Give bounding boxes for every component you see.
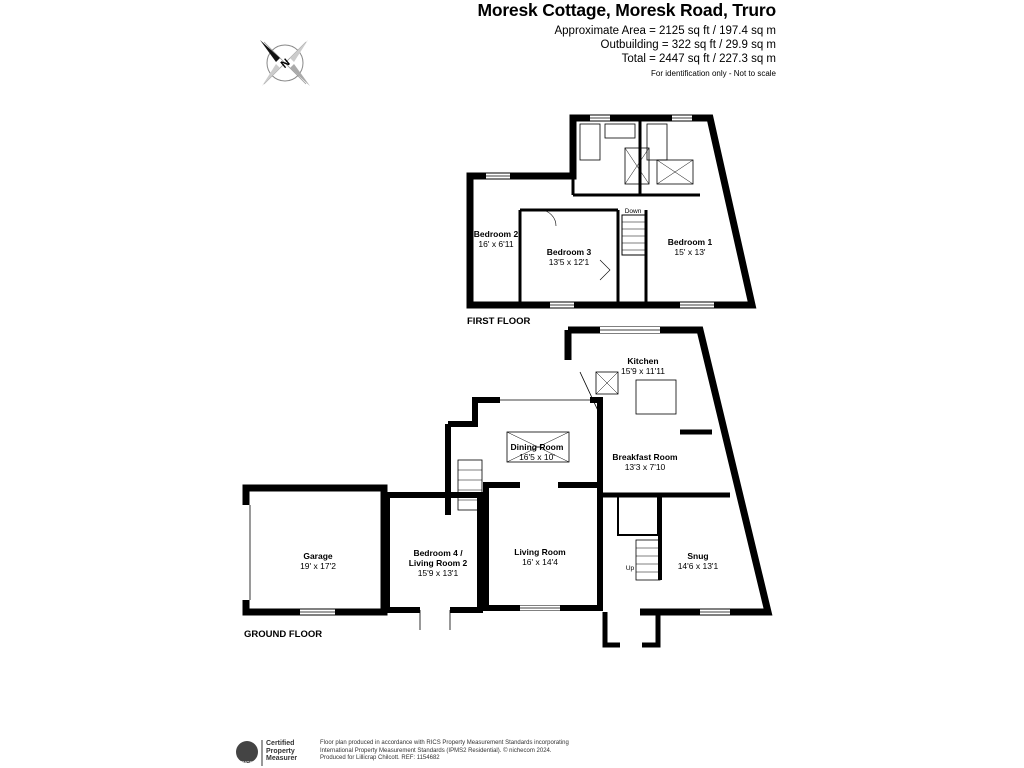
footer-line-2: International Property Measurement Stand…	[320, 747, 552, 754]
room-dims-bedroom-3: 13'5 x 12'1	[549, 257, 590, 267]
footer-line-3: Produced for Lillicrap Chilcott. REF: 11…	[320, 755, 440, 761]
certified-measurer-badge: Certified Property Measurer	[266, 740, 297, 763]
room-name-kitchen: Kitchen	[627, 356, 658, 366]
room-dims-snug: 14'6 x 13'1	[678, 561, 719, 571]
room-dims-bedroom-2: 16' x 6'11	[478, 239, 513, 249]
rics-logo: RICS	[236, 740, 263, 767]
first-floor-plan	[466, 114, 757, 309]
room-dims-bedroom-4: 15'9 x 13'1	[418, 568, 459, 578]
room-name-dining-room: Dining Room	[511, 442, 564, 452]
footer-disclaimer: Floor plan produced in accordance with R…	[320, 740, 620, 763]
room-name-garage: Garage	[303, 551, 333, 561]
room-dims-living-room: 16' x 14'4	[522, 557, 558, 567]
room-name-bedroom-4: Bedroom 4 /	[413, 548, 463, 558]
cert-line-2: Property	[266, 747, 295, 755]
room-dims-dining-room: 16'5 x 10'	[519, 452, 555, 462]
ground-floor-plan	[242, 326, 773, 648]
room-dims-garage: 19' x 17'2	[300, 561, 336, 571]
scale-note: For identification only - Not to scale	[651, 69, 776, 78]
total-area: Total = 2447 sq ft / 227.3 sq m	[621, 53, 776, 65]
room-name-breakfast-room: Breakfast Room	[612, 452, 678, 462]
stairs-down-label: Down	[625, 208, 642, 215]
cert-line-1: Certified	[266, 740, 295, 747]
room-name-living-room: Living Room	[514, 547, 566, 557]
room-name-living-room-2: Living Room 2	[409, 558, 468, 568]
footer-line-1: Floor plan produced in accordance with R…	[320, 740, 569, 746]
approx-area: Approximate Area = 2125 sq ft / 197.4 sq…	[554, 25, 776, 37]
compass-icon: N	[260, 40, 310, 86]
room-dims-breakfast-room: 13'3 x 7'10	[625, 462, 666, 472]
room-name-snug: Snug	[687, 551, 708, 561]
cert-line-3: Measurer	[266, 755, 298, 762]
room-name-bedroom-2: Bedroom 2	[474, 229, 519, 239]
rics-text: RICS	[241, 761, 254, 767]
room-dims-bedroom-1: 15' x 13'	[674, 247, 706, 257]
stairs-up-label: Up	[626, 565, 635, 572]
plan-title: Moresk Cottage, Moresk Road, Truro	[477, 0, 776, 20]
outbuilding-area: Outbuilding = 322 sq ft / 29.9 sq m	[600, 39, 776, 51]
ground-floor-label: GROUND FLOOR	[244, 629, 322, 640]
room-dims-kitchen: 15'9 x 11'11	[621, 366, 665, 376]
room-name-bedroom-3: Bedroom 3	[547, 247, 592, 257]
first-floor-label: FIRST FLOOR	[467, 316, 530, 327]
room-name-bedroom-1: Bedroom 1	[668, 237, 713, 247]
